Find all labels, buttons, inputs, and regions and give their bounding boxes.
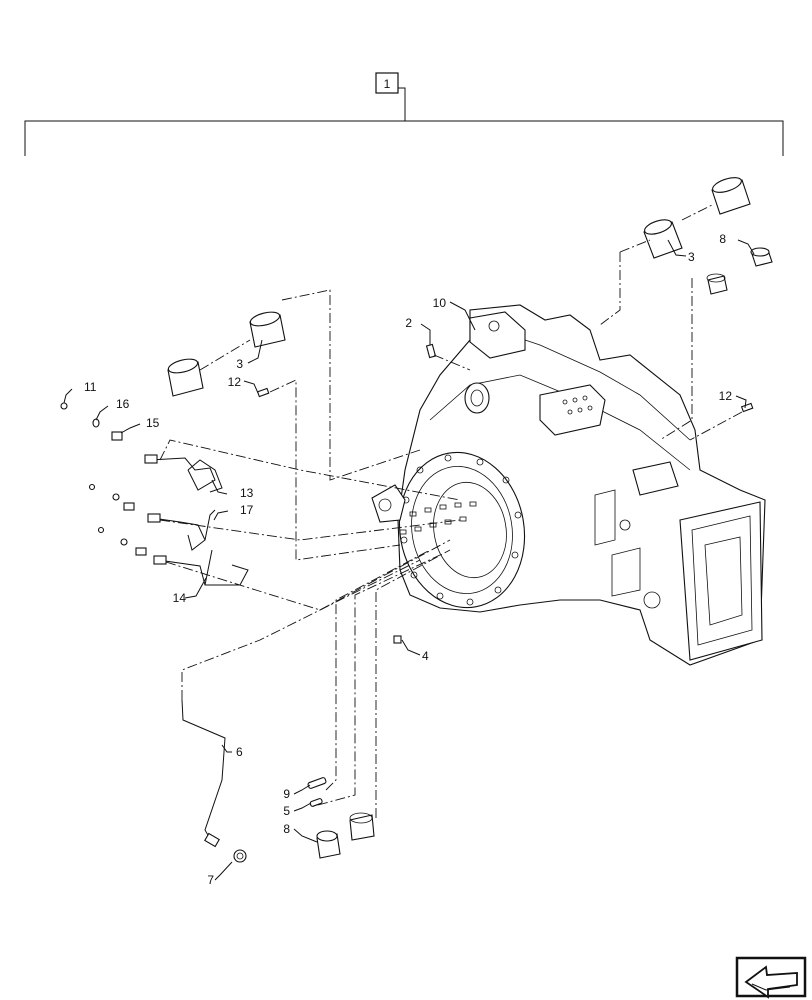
return-arrow-button[interactable]: [735, 956, 807, 999]
tube-14: [153, 549, 249, 586]
callout-16: 16: [116, 397, 130, 411]
callout-17: 17: [240, 503, 254, 517]
pin-2: [425, 343, 437, 359]
fitting-15: [111, 431, 123, 441]
assembly-bracket: 1: [24, 72, 784, 156]
callout-11: 11: [84, 380, 97, 394]
callout-8-upper: 8: [719, 232, 726, 246]
pin-5: [309, 798, 323, 807]
callout-3-left: 3: [236, 357, 243, 371]
fitting-7: [233, 849, 247, 863]
bushing-3-right: [643, 177, 751, 259]
callout-4: 4: [422, 649, 429, 663]
tube-17: [147, 509, 216, 551]
pin-9: [307, 777, 327, 789]
plug-4: [393, 635, 402, 644]
callout-12-right: 12: [719, 389, 733, 403]
screw-12-right: [740, 402, 754, 413]
callout-3-right: 3: [688, 250, 695, 264]
assembly-callout-box: [375, 72, 399, 94]
transmission-housing: [371, 304, 766, 666]
callout-8-lower: 8: [283, 822, 290, 836]
return-arrow-icon: [744, 965, 798, 999]
hardware-row-3: [97, 526, 147, 556]
callout-1: 1: [384, 77, 391, 91]
tube-13: [144, 454, 223, 493]
bushing-3-left: [167, 311, 286, 397]
screw-12-left: [256, 387, 270, 398]
callout-14: 14: [173, 591, 187, 605]
callout-6: 6: [236, 745, 243, 759]
tube-6: [181, 699, 226, 848]
plug-8-upper: [706, 247, 773, 295]
leader-lines: [63, 239, 755, 881]
callout-2: 2: [405, 316, 412, 330]
washer-16: [92, 418, 100, 428]
hardware-row-2: [88, 483, 135, 511]
callout-12-left: 12: [228, 375, 242, 389]
callout-7: 7: [207, 873, 214, 887]
callout-10: 10: [433, 296, 447, 310]
callout-13: 13: [240, 486, 254, 500]
callout-labels: 2 10 3 8 3 12 12 4 6 7 9 5 8 11 16 15 13…: [84, 232, 732, 887]
plug-8-lower: [316, 812, 375, 859]
screw-11: [60, 402, 68, 410]
callout-5: 5: [283, 804, 290, 818]
routing-lines: [159, 239, 743, 818]
callout-9: 9: [283, 787, 290, 801]
callout-15: 15: [146, 416, 160, 430]
